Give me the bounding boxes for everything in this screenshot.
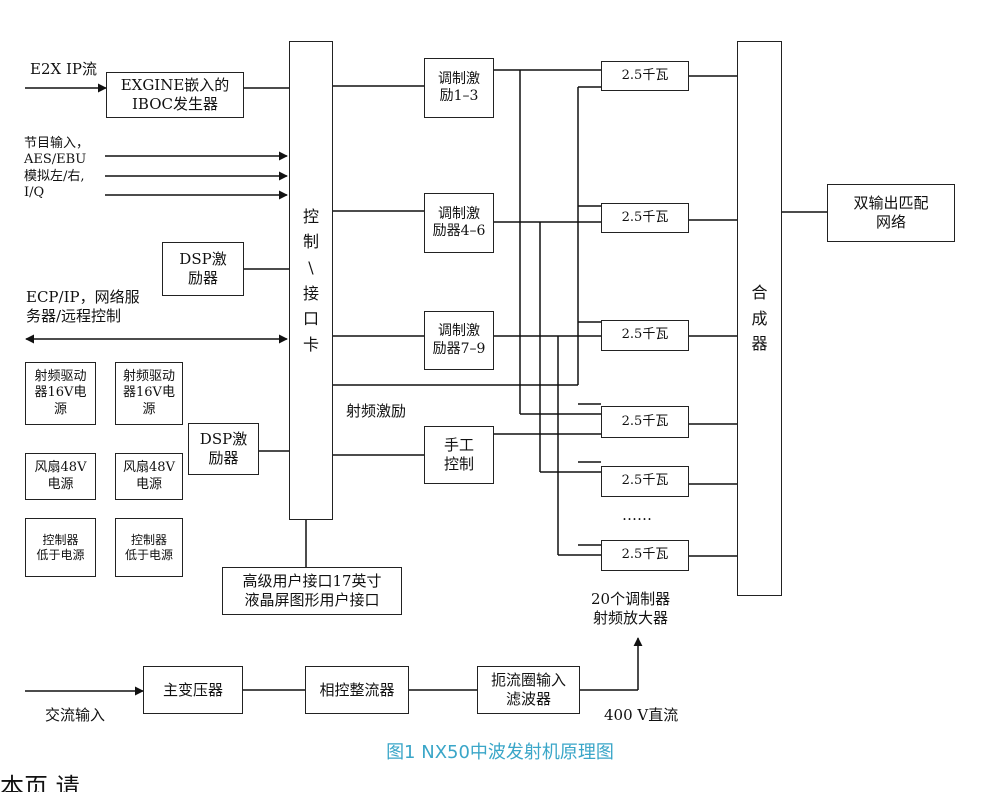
manual-control-block: 手工 控制 <box>424 426 494 484</box>
amplifier-2-5kw-6: 2.5千瓦 <box>601 540 689 571</box>
dc-400v-label: 400 V直流 <box>604 706 679 724</box>
controller-psu-2: 控制器 低于电源 <box>115 518 183 577</box>
modulator-rf-amplifier-note: 20个调制器 射频放大器 <box>591 590 671 627</box>
ecp-ip-label: ECP/IP，网络服 务器/远程控制 <box>26 288 140 325</box>
phase-controlled-rectifier-block: 相控整流器 <box>305 666 409 714</box>
ellipsis-label: …… <box>622 506 652 524</box>
modulator-exciter-4-6-block: 调制激 励器4–6 <box>424 193 494 253</box>
modulator-exciter-7-9-block: 调制激 励器7–9 <box>424 311 494 370</box>
gui-interface-block: 高级用户接口17英寸 液晶屏图形用户接口 <box>222 567 402 615</box>
controller-psu-1: 控制器 低于电源 <box>25 518 96 577</box>
amplifier-2-5kw-5: 2.5千瓦 <box>601 466 689 497</box>
figure-caption: 图1 NX50中波发射机原理图 <box>386 742 614 763</box>
dsp-exciter-block-1: DSP激 励器 <box>162 242 244 296</box>
program-input-label: 节目输入， AES/EBU 模拟左/右, I/Q <box>24 136 90 200</box>
modulator-exciter-1-3-block: 调制激 励1–3 <box>424 58 494 118</box>
ac-input-label: 交流输入 <box>45 706 106 724</box>
fan-48v-psu-1: 风扇48V 电源 <box>25 453 96 500</box>
amplifier-2-5kw-1: 2.5千瓦 <box>601 61 689 91</box>
fan-48v-psu-2: 风扇48V 电源 <box>115 453 183 500</box>
rf-driver-16v-psu-2: 射频驱动 器16V电 源 <box>115 362 183 425</box>
amplifier-2-5kw-4: 2.5千瓦 <box>601 406 689 438</box>
combiner-block: 合 成 器 <box>737 41 782 596</box>
choke-input-filter-block: 扼流圈输入 滤波器 <box>477 666 580 714</box>
e2x-ip-label: E2X IP流 <box>30 60 97 78</box>
exgine-iboc-generator-block: EXGINE嵌入的 IBOC发生器 <box>106 72 244 118</box>
amplifier-2-5kw-2: 2.5千瓦 <box>601 203 689 233</box>
stray-page-text: 本页 请 <box>0 773 80 792</box>
control-interface-card-block: 控 制 \ 接 口 卡 <box>289 41 333 520</box>
dual-output-matching-network-block: 双输出匹配 网络 <box>827 184 955 242</box>
rf-excitation-label: 射频激励 <box>346 402 407 420</box>
dsp-exciter-block-2: DSP激 励器 <box>188 423 259 475</box>
amplifier-2-5kw-3: 2.5千瓦 <box>601 320 689 351</box>
main-transformer-block: 主变压器 <box>143 666 243 714</box>
rf-driver-16v-psu-1: 射频驱动 器16V电 源 <box>25 362 96 425</box>
